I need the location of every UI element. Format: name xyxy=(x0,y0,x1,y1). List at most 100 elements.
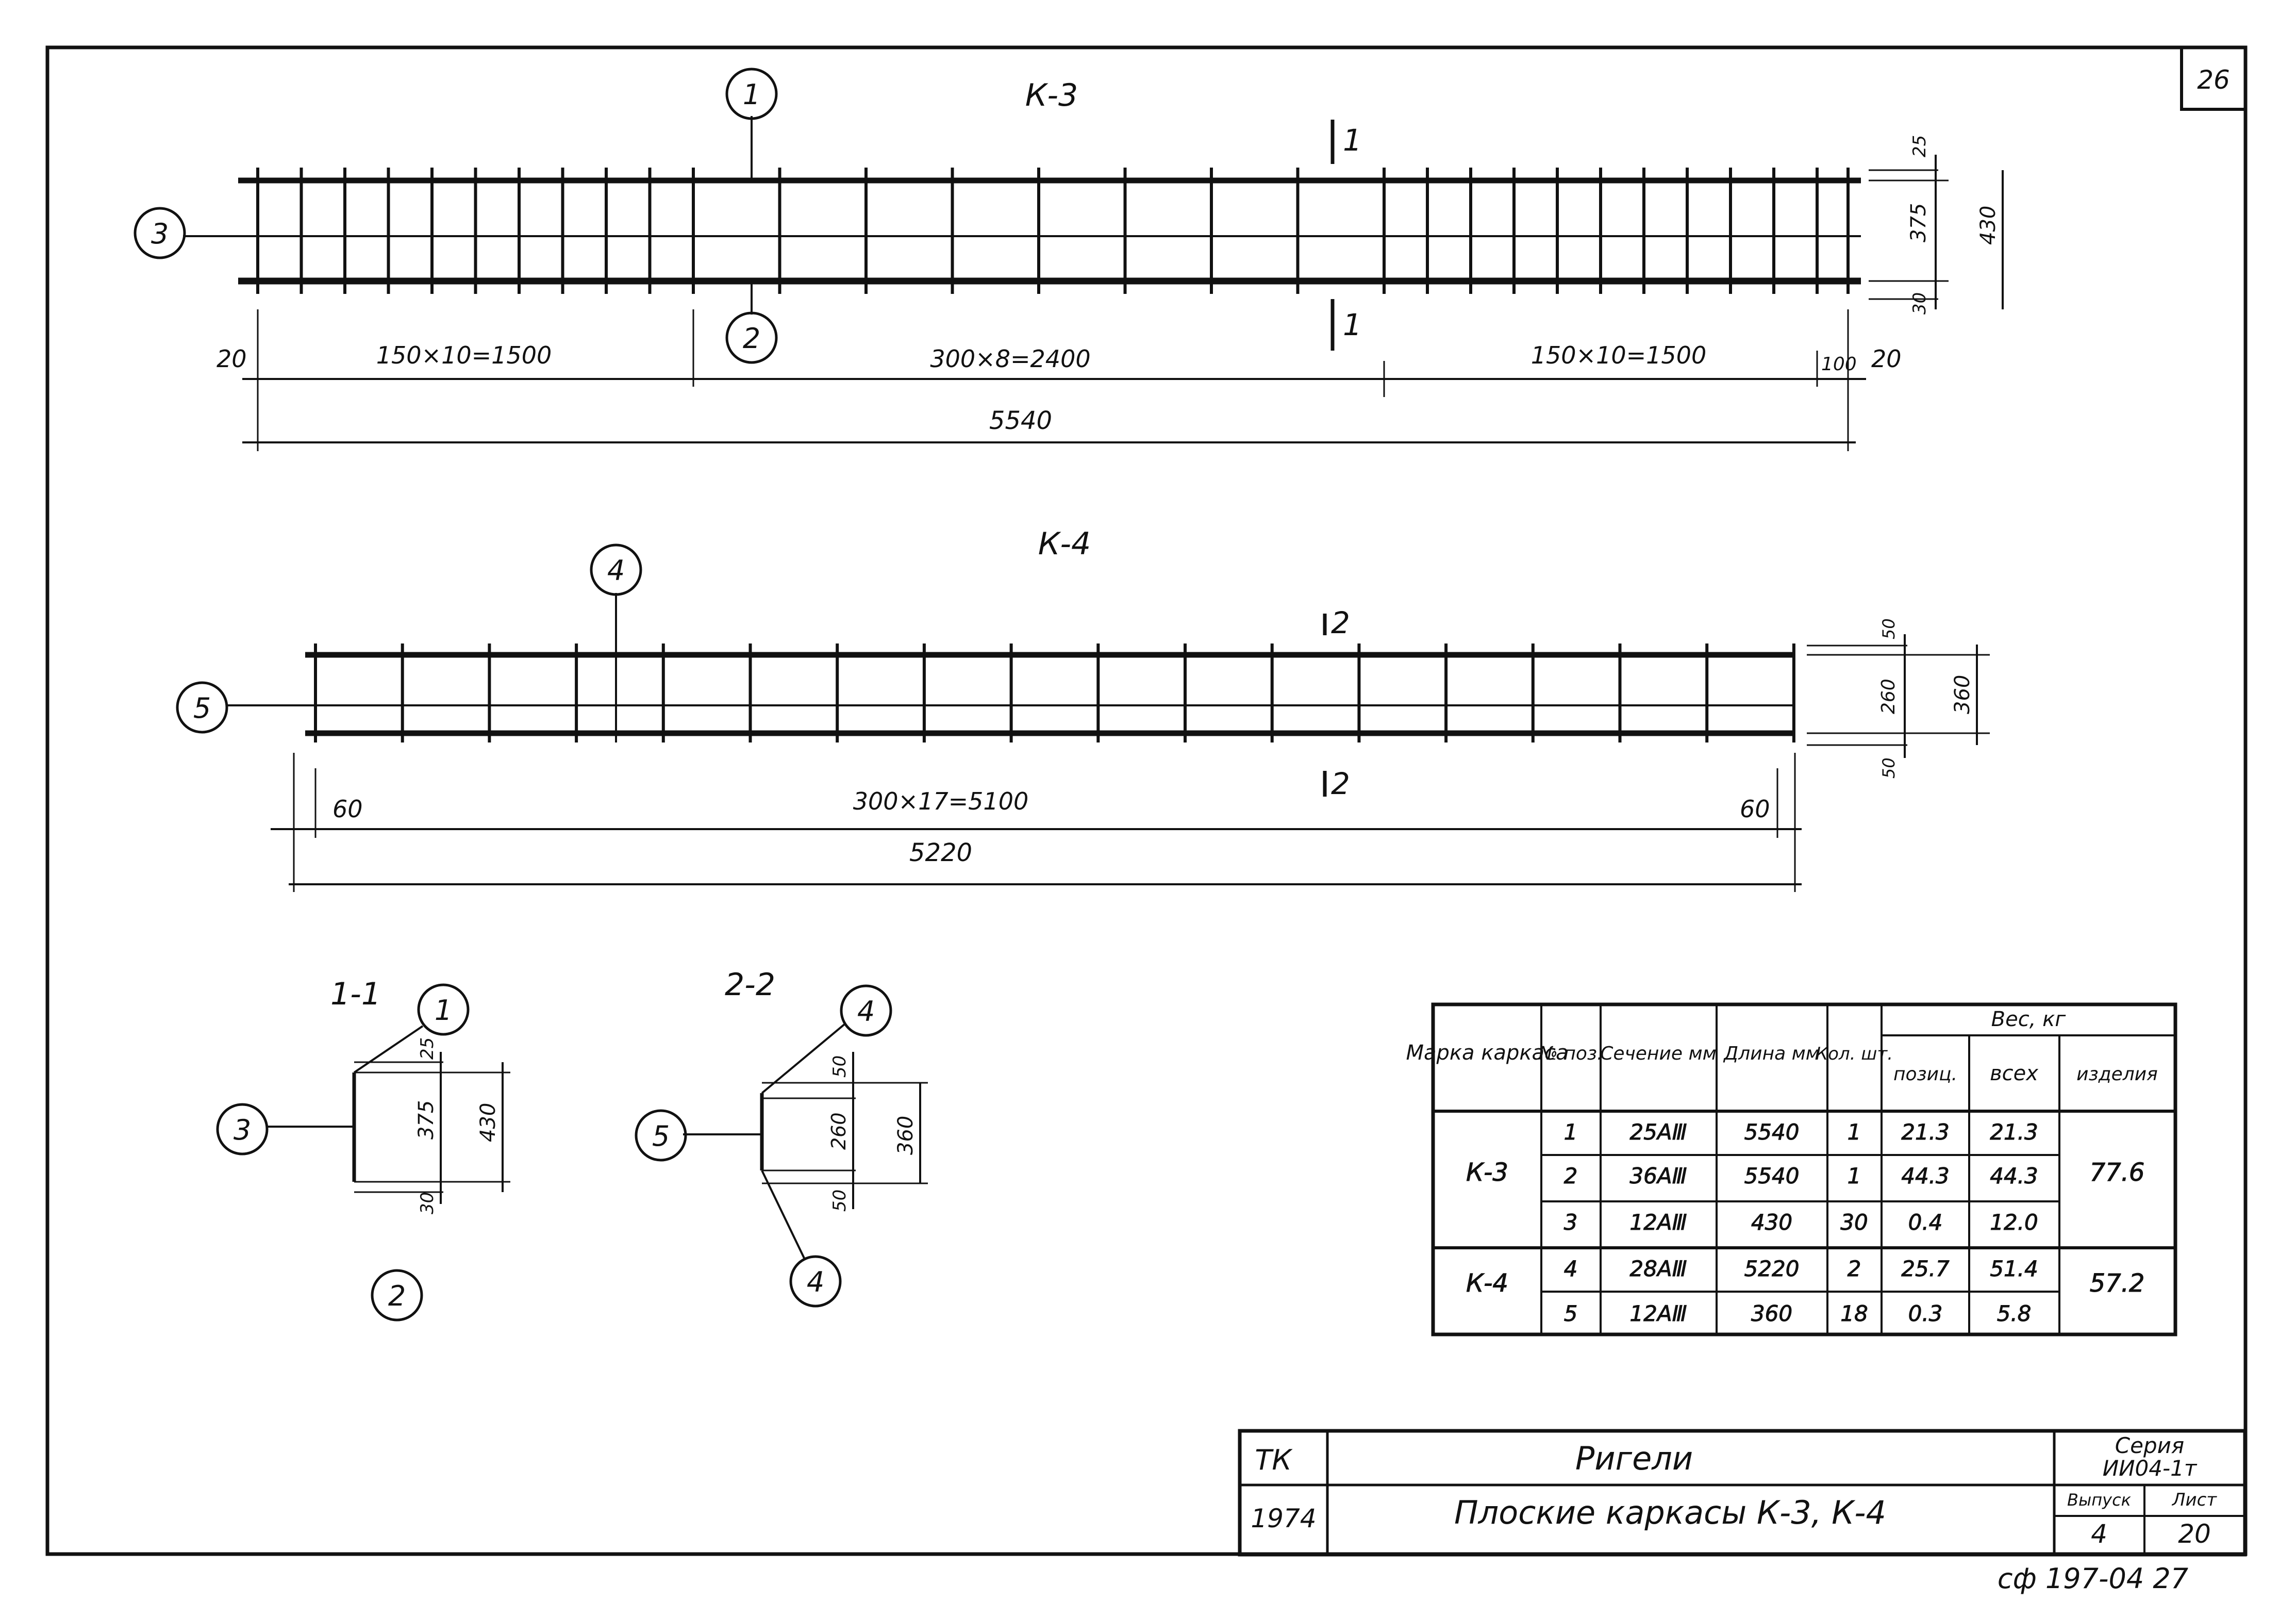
section-2-2-dim-top: 50 xyxy=(829,1055,850,1078)
k3-title: К-3 xyxy=(1025,77,1078,113)
section-1-1-title: 1-1 xyxy=(330,976,381,1012)
spec-cell-w-pos: 44.3 xyxy=(1901,1163,1950,1189)
spec-cell-w-all: 5.8 xyxy=(1997,1301,2032,1326)
section-1-1-dim-total: 430 xyxy=(476,1103,500,1142)
spec-header-section: Сечение мм xyxy=(1600,1043,1717,1064)
title-block-issue-value: 4 xyxy=(2091,1519,2107,1549)
title-block-series-value: ИИ04-1т xyxy=(2103,1456,2198,1481)
k3-callout-label-2: 2 xyxy=(743,322,760,355)
k4-dim-right-end: 60 xyxy=(1740,795,1770,823)
spec-rows: К-3 77.6 1 25АⅢ 5540 1 21.3 21.3 2 36АⅢ 5540 1 44.3 4… xyxy=(1466,1119,2145,1327)
section-1-1-callout-label-3: 3 xyxy=(234,1114,251,1146)
spec-cell-item-weight: 57.2 xyxy=(2090,1269,2145,1298)
spec-cell-length: 360 xyxy=(1751,1301,1792,1326)
title-block-year: 1974 xyxy=(1251,1504,1316,1533)
title-block-subtitle: Плоские каркасы К-3, К-4 xyxy=(1454,1494,1886,1531)
section-1-1-callout-circle-1 xyxy=(417,983,470,1036)
title-block: ТК 1974 Ригели Плоские каркасы К-3, К-4 … xyxy=(1238,1429,2247,1557)
k3-dim-left-end: 20 xyxy=(217,345,247,373)
title-block-sheet-label: Лист xyxy=(2171,1490,2217,1510)
k3-vdim-bottom: 30 xyxy=(1909,292,1930,315)
spec-cell-w-pos: 0.3 xyxy=(1908,1301,1943,1326)
k4-vdim-total: 360 xyxy=(1951,675,1974,714)
k3-callout-circle-2 xyxy=(725,311,778,364)
k3-section-mark-bottom: 1 xyxy=(1343,307,1362,342)
sheet-frame xyxy=(45,45,2248,1556)
section-2-2-dim-total: 360 xyxy=(894,1116,918,1155)
spec-cell-section: 25АⅢ xyxy=(1629,1119,1687,1145)
section-2-2: 2-2 50 260 50 360 4 5 4 xyxy=(635,967,928,1308)
section-2-2-dim-bottom: 50 xyxy=(829,1190,850,1212)
spec-cell-section: 28АⅢ xyxy=(1629,1256,1687,1281)
spec-header-weight-item: изделия xyxy=(2076,1064,2158,1085)
title-block-sheet-value: 20 xyxy=(2178,1519,2211,1549)
spec-cell-pos: 3 xyxy=(1564,1210,1578,1235)
section-1-1-callout-circle-2 xyxy=(371,1269,423,1322)
k4-section-mark-bottom: 2 xyxy=(1331,766,1350,801)
k4-callout-label-4: 4 xyxy=(607,554,625,587)
spec-cell-length: 5540 xyxy=(1744,1119,1800,1145)
frame-k3-elevation: К-3 1 2 3 1 1 20 150×10=1500 300×8=2400 … xyxy=(134,68,2004,451)
k4-dim-left-end: 60 xyxy=(332,795,363,823)
section-2-2-title: 2-2 xyxy=(725,967,775,1003)
spec-cell-qty: 1 xyxy=(1848,1119,1861,1145)
spec-cell-w-all: 21.3 xyxy=(1990,1119,2038,1145)
k3-callout-label-3: 3 xyxy=(151,218,169,250)
k3-callout-circle-3 xyxy=(134,207,186,259)
specification-table: Марка каркаса № поз. Сечение мм Длина мм… xyxy=(1406,1002,2177,1336)
k4-callout-circle-5 xyxy=(176,681,228,734)
spec-cell-w-pos: 0.4 xyxy=(1908,1210,1943,1235)
spec-cell-mark: К-3 xyxy=(1466,1158,1508,1187)
spec-cell-item-weight: 77.6 xyxy=(2090,1158,2145,1187)
k4-vdim-top: 50 xyxy=(1879,618,1899,639)
spec-cell-w-all: 12.0 xyxy=(1990,1210,2038,1235)
title-block-series-label: Серия xyxy=(2115,1433,2184,1458)
spec-cell-qty: 30 xyxy=(1840,1210,1868,1235)
section-2-2-callout-label-5: 5 xyxy=(652,1120,670,1152)
spec-cell-w-pos: 21.3 xyxy=(1901,1119,1950,1145)
section-1-1-dim-mid: 375 xyxy=(414,1100,438,1140)
k4-dim-total: 5220 xyxy=(909,838,972,867)
section-2-2-leader-4-top xyxy=(761,1022,846,1094)
spec-cell-qty: 18 xyxy=(1840,1301,1868,1326)
k4-vdim-mid: 260 xyxy=(1878,679,1899,714)
spec-cell-pos: 5 xyxy=(1564,1301,1578,1326)
k4-vdim-bottom: 50 xyxy=(1879,757,1899,779)
section-2-2-callout-circle-5 xyxy=(635,1109,687,1162)
section-2-2-callout-label-4-bottom: 4 xyxy=(807,1266,824,1298)
k3-dim-right-span: 150×10=1500 xyxy=(1531,341,1707,369)
spec-cell-section: 12АⅢ xyxy=(1629,1301,1687,1326)
archive-stamp: сф 197-04 27 xyxy=(1998,1562,2188,1595)
spec-cell-w-all: 51.4 xyxy=(1990,1256,2038,1281)
section-1-1-leader-1 xyxy=(353,1025,424,1074)
k4-callout-label-5: 5 xyxy=(193,692,211,724)
spec-cell-length: 5540 xyxy=(1744,1163,1800,1189)
k3-dim-mid-span: 300×8=2400 xyxy=(930,345,1090,373)
section-1-1: 1-1 25 375 30 430 1 3 2 xyxy=(216,976,510,1322)
section-1-1-callout-label-1: 1 xyxy=(435,994,452,1027)
spec-header-qty: Кол. шт. xyxy=(1816,1044,1893,1064)
spec-cell-section: 12АⅢ xyxy=(1629,1210,1687,1235)
section-2-2-dim-mid: 260 xyxy=(827,1112,850,1150)
page-number-box xyxy=(2180,46,2247,111)
k3-callout-label-1: 1 xyxy=(743,78,760,111)
k4-transverse-bars xyxy=(314,643,1795,742)
spec-cell-pos: 1 xyxy=(1564,1119,1578,1145)
k4-title: К-4 xyxy=(1038,526,1091,562)
spec-header-weight-pos: позиц. xyxy=(1893,1064,1957,1085)
k3-dim-right-end: 20 xyxy=(1871,345,1902,373)
title-block-org: ТК xyxy=(1255,1444,1293,1476)
section-2-2-callout-label-4-top: 4 xyxy=(857,995,875,1028)
spec-header-mark: Марка каркаса xyxy=(1406,1041,1568,1065)
k4-section-mark-top: 2 xyxy=(1331,605,1350,640)
k3-callout-circle-1 xyxy=(725,68,778,120)
spec-cell-length: 5220 xyxy=(1744,1256,1800,1281)
section-2-2-callout-circle-4-bottom xyxy=(789,1255,842,1308)
section-2-2-leader-4-bottom xyxy=(761,1170,805,1259)
spec-cell-pos: 2 xyxy=(1564,1163,1578,1189)
spec-cell-qty: 1 xyxy=(1848,1163,1861,1189)
frame-k4-elevation: К-4 4 5 2 2 60 300×17=5100 60 5220 50 26… xyxy=(176,526,1990,892)
spec-cell-section: 36АⅢ xyxy=(1629,1163,1687,1189)
spec-cell-pos: 4 xyxy=(1564,1256,1578,1281)
